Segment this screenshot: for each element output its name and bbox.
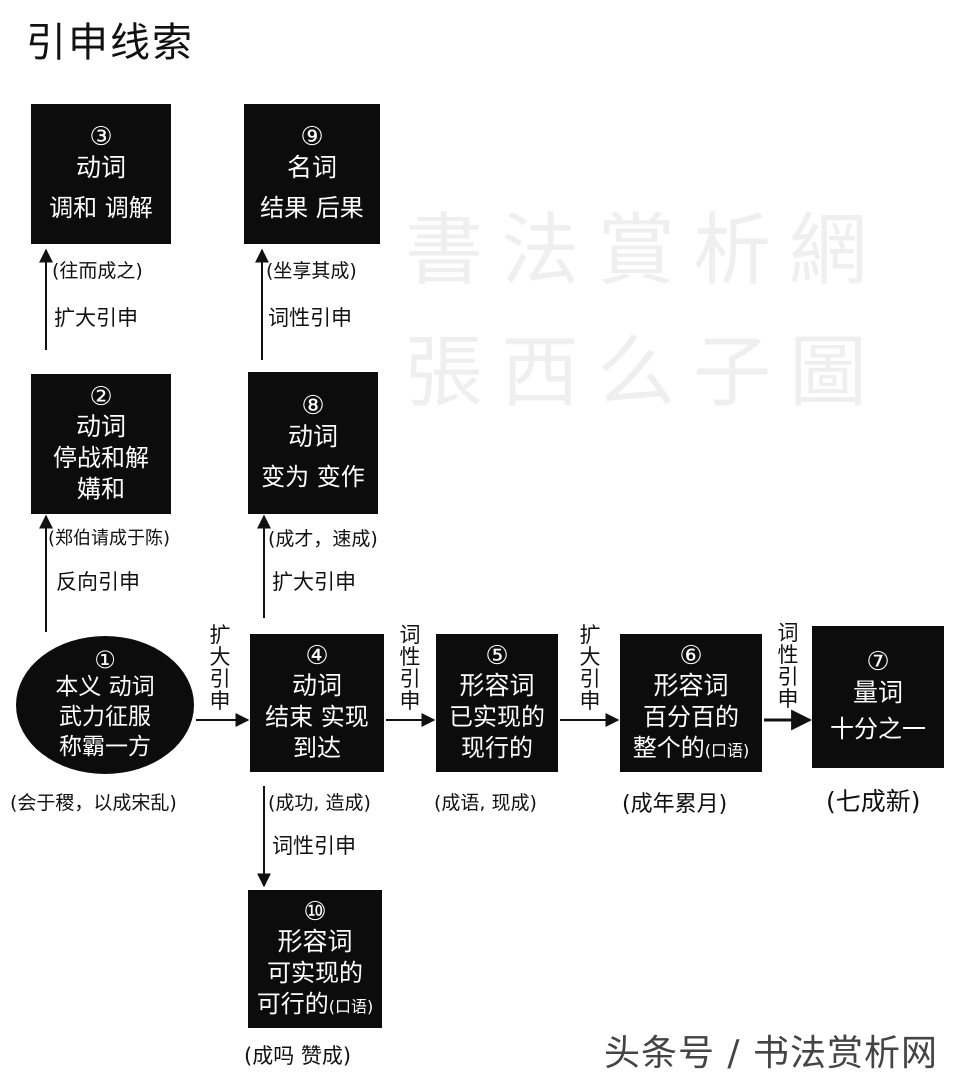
node-4-example: (成功, 造成)	[268, 792, 371, 814]
node-3-pos: 动词	[75, 153, 126, 183]
edge-4-10-label: 词性引申	[272, 834, 356, 858]
edge-1-4-label: 扩大引申	[208, 624, 232, 712]
watermark-line-2: 張西么子圖	[405, 328, 886, 418]
node-10-line-2: 可行的(口语)	[257, 989, 374, 1020]
node-7-pos: 量词	[852, 678, 903, 708]
node-2: ② 动词 停战和解 媾和	[31, 374, 171, 514]
node-5-number: ⑤	[485, 640, 509, 671]
node-1-number: ①	[94, 645, 116, 674]
node-10-pos: 形容词	[277, 927, 353, 957]
node-9-line-1: 结果 后果	[260, 194, 364, 223]
node-2-line-1: 停战和解	[53, 443, 149, 472]
edge-4-5-label: 词性引申	[398, 624, 422, 712]
node-8-example: (成才，速成)	[268, 528, 378, 550]
node-2-example: (郑伯请成于陈)	[48, 528, 171, 549]
node-4-number: ④	[305, 640, 329, 671]
node-5-line-1: 已实现的	[449, 702, 545, 731]
node-10-line-1: 可实现的	[267, 958, 363, 987]
node-9: ⑨ 名词 结果 后果	[244, 104, 380, 244]
node-10-line-2-main: 可行的	[256, 989, 329, 1018]
node-9-example: (坐享其成)	[266, 260, 357, 282]
page-title: 引申线索	[26, 20, 194, 66]
edge-4-5-label-text: 词性引申	[399, 623, 421, 714]
node-4-line-2: 到达	[293, 733, 341, 762]
node-8-pos: 动词	[287, 422, 338, 452]
node-3-number: ③	[89, 122, 113, 153]
edge-1-2-label: 反向引申	[56, 570, 140, 594]
edge-6-7-label: 词性引申	[776, 622, 800, 710]
node-7-line-1: 十分之一	[830, 715, 926, 744]
edge-6-7-label-text: 词性引申	[777, 621, 799, 712]
node-1-original-meaning: ① 本义 动词 武力征服 称霸一方	[16, 636, 194, 774]
node-10: ⑩ 形容词 可实现的 可行的(口语)	[248, 890, 382, 1028]
node-7: ⑦ 量词 十分之一	[812, 626, 944, 768]
watermark-line-1: 書法賞析網	[405, 206, 886, 296]
node-3-example: (往而成之)	[52, 260, 143, 282]
node-6-pos: 形容词	[653, 671, 729, 701]
node-5-example: (成语, 现成)	[434, 792, 537, 814]
node-4-pos: 动词	[291, 671, 342, 701]
footer-credit: 头条号 / 书法赏析网	[603, 1033, 938, 1074]
edge-4-8-label: 扩大引申	[272, 570, 356, 594]
node-10-number: ⑩	[303, 896, 327, 927]
node-9-pos: 名词	[286, 153, 337, 183]
node-3: ③ 动词 调和 调解	[31, 104, 171, 244]
edge-5-6-label: 扩大引申	[578, 624, 602, 712]
node-9-number: ⑨	[300, 122, 324, 153]
node-8: ⑧ 动词 变为 变作	[248, 372, 378, 514]
node-6-example: (成年累月)	[622, 792, 728, 817]
edge-8-9-label: 词性引申	[268, 306, 352, 330]
node-1-line-3: 称霸一方	[59, 734, 151, 761]
node-2-pos: 动词	[75, 412, 126, 442]
edge-1-4-label-text: 扩大引申	[209, 623, 231, 714]
node-5-line-2: 现行的	[461, 733, 533, 762]
node-2-line-2: 媾和	[77, 474, 125, 503]
node-7-number: ⑦	[866, 647, 890, 678]
node-2-number: ②	[89, 381, 113, 412]
node-6-line-1: 百分百的	[643, 702, 739, 731]
node-6: ⑥ 形容词 百分百的 整个的(口语)	[620, 634, 762, 772]
node-1-example: (会于稷，以成宋乱)	[10, 792, 177, 814]
node-5: ⑤ 形容词 已实现的 现行的	[436, 634, 558, 772]
node-6-number: ⑥	[679, 640, 703, 671]
edge-5-6-label-text: 扩大引申	[579, 623, 601, 714]
node-1-line-1: 本义 动词	[55, 674, 155, 701]
edge-2-3-label: 扩大引申	[54, 306, 138, 330]
node-10-note: (口语)	[328, 996, 374, 1016]
node-4-line-1: 结束 实现	[265, 702, 369, 731]
node-8-line-1: 变为 变作	[261, 463, 365, 492]
node-7-example: (七成新)	[826, 787, 921, 816]
node-10-example: (成吗 赞成)	[244, 1044, 352, 1068]
node-5-pos: 形容词	[459, 671, 535, 701]
node-6-line-2-main: 整个的	[632, 733, 705, 762]
node-8-number: ⑧	[301, 391, 325, 422]
node-3-line-1: 调和 调解	[49, 194, 153, 223]
node-6-note: (口语)	[704, 740, 750, 760]
node-4: ④ 动词 结束 实现 到达	[250, 634, 384, 772]
node-6-line-2: 整个的(口语)	[633, 733, 750, 764]
node-1-line-2: 武力征服	[59, 704, 151, 731]
